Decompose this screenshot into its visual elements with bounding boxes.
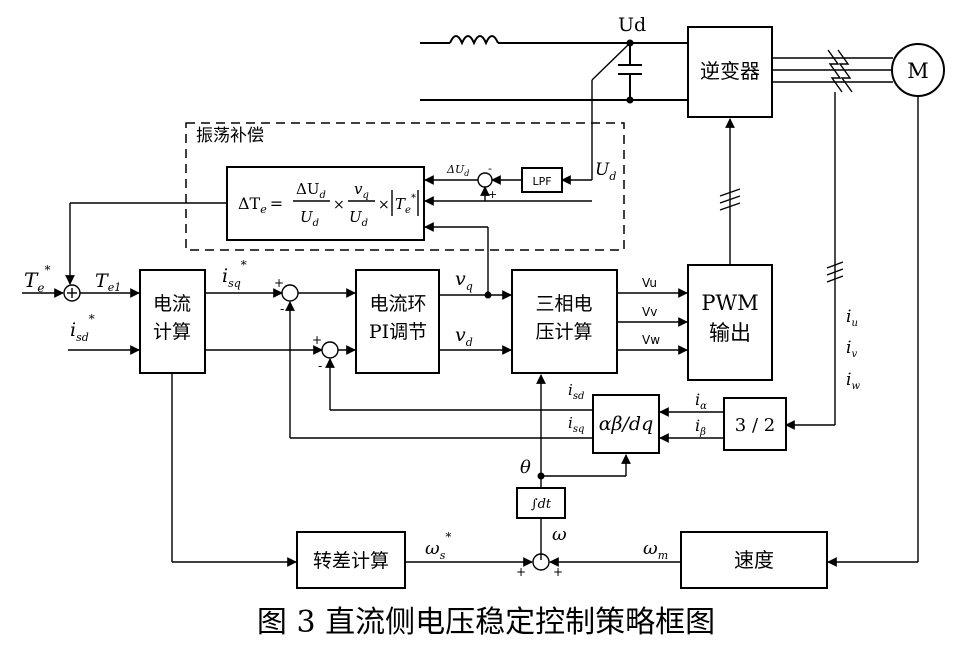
pi-controller-block: 电流环 PI调节 [355,269,440,374]
isq-ref-label: isq* [222,258,247,290]
isq-summing-junction [281,284,299,302]
omega-s-ref-label: ωs* [425,530,451,562]
ud-label: Ud [618,14,646,36]
svg-text:M: M [907,59,929,83]
vv-label: Vv [642,305,657,319]
theta-label: θ [520,457,531,478]
svg-text:-: - [318,359,322,373]
bus-marker-icon [719,188,741,211]
svg-text:+: + [516,565,526,579]
svg-text:PI调节: PI调节 [369,321,427,343]
current-calc-block: 电流 计算 [139,269,206,374]
vu-label: Vu [642,276,657,290]
isq-fb-label: isq [568,414,584,435]
ud-filtered-label: Ud [595,160,616,183]
svg-text:电流: 电流 [153,293,191,315]
clarke-transform-block: 3 / 2 [723,397,787,451]
integrator-block: ∫dt [516,487,566,519]
iu-label: iu [846,307,858,329]
omega-m-label: ωm [643,538,668,562]
svg-text:Ud: Ud [300,208,319,229]
svg-text:转差计算: 转差计算 [313,550,389,572]
three-phase-voltage-block: 三相电 压计算 [511,269,618,374]
svg-text:∫dt: ∫dt [531,497,552,512]
svg-text:三相电: 三相电 [535,293,592,315]
svg-text:输出: 输出 [709,321,751,345]
oscillation-compensation-group [185,122,625,251]
svg-text:+: + [488,188,497,201]
svg-text:电流环: 电流环 [369,293,426,315]
svg-text:PWM: PWM [701,291,758,315]
slip-calc-block: 转差计算 [296,531,406,589]
svg-text:LPF: LPF [532,175,551,188]
oscillation-compensation-title: 振荡补偿 [196,126,264,146]
omega-summing-junction [532,553,550,571]
svg-text:+: + [553,565,563,579]
svg-text:压计算: 压计算 [535,321,592,343]
lpf-block: LPF [521,167,563,193]
svg-text:Te*: Te* [395,193,416,216]
iw-label: iw [846,370,860,392]
vw-label: Vw [642,333,660,347]
svg-text:Ud: Ud [349,208,368,229]
svg-text:vq: vq [354,180,369,201]
svg-text:-: - [488,162,492,175]
svg-text:ΔTe=: ΔTe= [238,194,283,216]
motor-phase-lines [772,49,893,93]
vd-label: vd [455,324,473,349]
ud-summing-junction [477,172,493,188]
pwm-output-block: PWM 输出 [687,264,773,381]
svg-text:+: + [274,276,284,290]
isd-ref-input-label: isd* [70,312,95,344]
svg-text:-: - [280,302,284,316]
svg-text:+: + [312,333,322,347]
svg-text:ΔUd: ΔUd [296,180,326,201]
svg-text:×: × [378,197,390,213]
svg-text:逆变器: 逆变器 [700,59,760,83]
svg-text:计算: 计算 [153,321,191,343]
dc-link: Ud [420,14,688,180]
inductor-icon [449,35,499,46]
motor: M [891,43,945,97]
delta-ud-label: ΔUd [446,163,469,178]
iv-label: iv [846,338,857,360]
te1-label: Te1 [95,270,121,294]
ibeta-label: iβ [695,416,706,438]
svg-text:×: × [333,197,345,213]
svg-text:速度: 速度 [734,548,774,572]
ialpha-label: iα [695,390,707,412]
bus-marker-icon [826,261,844,283]
vq-label: vq [455,268,473,293]
inverter-block: 逆变器 [687,26,773,118]
isd-fb-label: isd [568,381,584,402]
figure-caption: 图 3 直流侧电压稳定控制策略框图 [257,605,715,640]
te-ref-label: Te* [24,263,50,295]
isd-summing-junction [321,341,339,359]
svg-text:αβ/dq: αβ/dq [599,413,654,435]
svg-text:3 / 2: 3 / 2 [735,415,775,436]
speed-block: 速度 [680,531,828,589]
omega-label: ω [552,524,567,545]
torque-compensation-formula: ΔTe= ΔUd Ud × vq Ud × Te* [226,166,425,241]
park-transform-block: αβ/dq [592,394,660,454]
